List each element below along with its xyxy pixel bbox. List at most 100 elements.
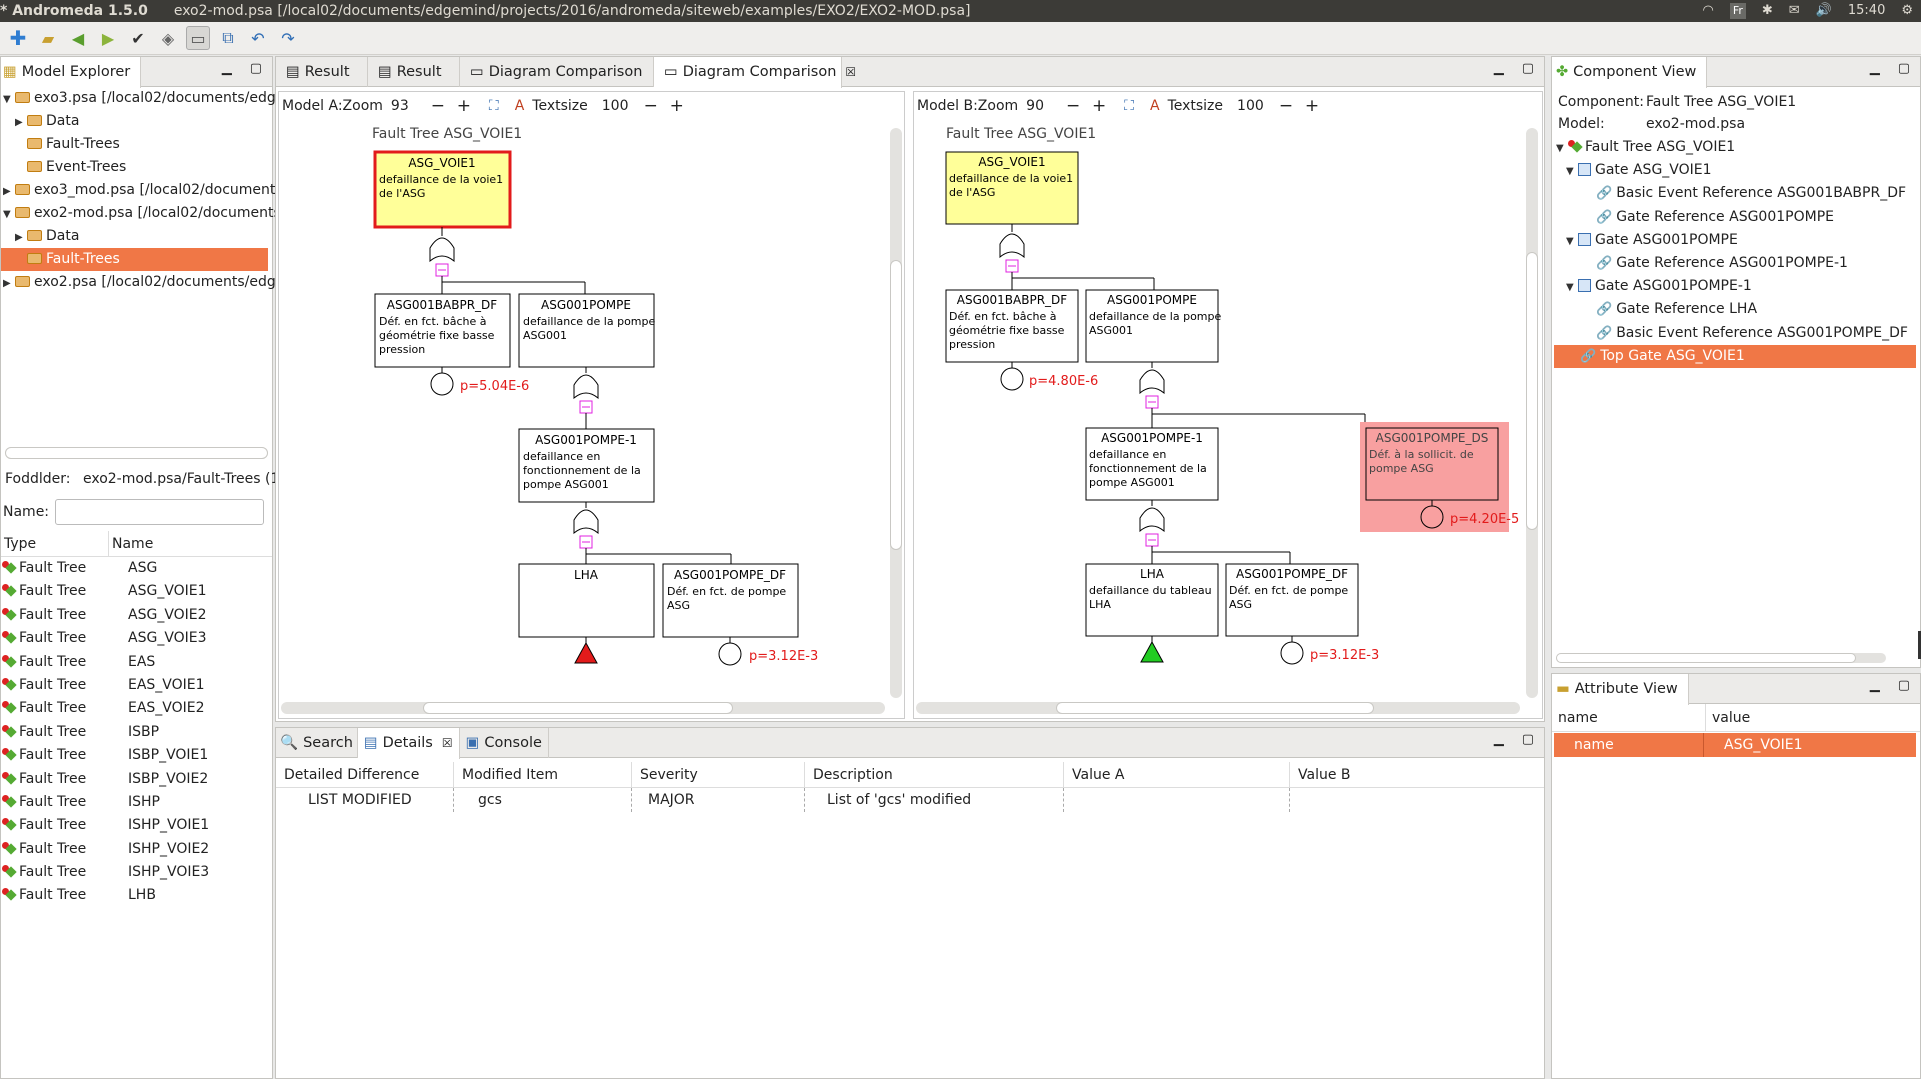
expand-toggle-icon[interactable]: ▼	[3, 209, 11, 220]
close-tab-icon[interactable]: ☒	[845, 65, 857, 79]
zoom-minus-button[interactable]: −	[430, 96, 446, 116]
undo-icon[interactable]: ↶	[251, 28, 265, 48]
component-tree-item[interactable]: ▼Gate ASG001POMPE-1	[1552, 275, 1920, 298]
maximize-icon[interactable]: ▢	[1897, 678, 1910, 693]
textsize-minus-button[interactable]: −	[643, 96, 658, 116]
tree-item[interactable]: Fault-Trees	[1, 248, 268, 271]
maximize-icon[interactable]: ▢	[1521, 732, 1534, 747]
minimize-icon[interactable]: ▁	[1493, 732, 1504, 747]
col-modified-item[interactable]: Modified Item	[454, 762, 632, 787]
settings-gear-icon[interactable]: ⚙	[1901, 3, 1913, 18]
tab-result-2[interactable]: ▤Result	[368, 56, 460, 87]
forward-arrow-icon[interactable]: ▶	[101, 28, 115, 48]
textsize-icon[interactable]: A	[1149, 98, 1160, 114]
or-gate-icon[interactable]	[1139, 369, 1165, 395]
expand-toggle-icon[interactable]: ▼	[1566, 166, 1574, 178]
minimize-icon[interactable]: ▁	[221, 61, 232, 76]
tree-item[interactable]: ▶exo3_mod.psa [/local02/documents/	[1, 179, 287, 202]
tree-item[interactable]: ▼exo2-mod.psa [/local02/documents/	[1, 202, 285, 225]
expand-toggle-icon[interactable]: ▼	[1566, 235, 1574, 247]
component-tree-item[interactable]: 🔗Gate Reference ASG001POMPE-1	[1552, 252, 1920, 275]
col-attr-name[interactable]: name	[1552, 704, 1706, 731]
redo-icon[interactable]: ↷	[281, 28, 295, 48]
tab-details[interactable]: ▤Details☒	[357, 727, 460, 759]
component-tree-item[interactable]: 🔗Gate Reference ASG001POMPE	[1552, 206, 1920, 229]
or-gate-icon[interactable]	[573, 374, 599, 400]
col-value-a[interactable]: Value A	[1064, 762, 1290, 787]
tab-model-explorer[interactable]: ▦ Model Explorer	[1, 56, 142, 88]
event-box-asg001babpr-df[interactable]	[945, 289, 1079, 363]
tree-item[interactable]: Event-Trees	[1, 156, 272, 179]
or-gate-icon[interactable]	[1139, 507, 1165, 533]
tab-diagram-comparison-1[interactable]: ▭Diagram Comparison	[460, 56, 654, 87]
maximize-icon[interactable]: ▢	[1521, 61, 1534, 76]
back-arrow-icon[interactable]: ◀	[71, 28, 85, 48]
expand-toggle-icon[interactable]: ▶	[3, 278, 11, 289]
event-box-asg001pompe[interactable]	[1085, 289, 1219, 363]
maximize-icon[interactable]: ▢	[1897, 61, 1910, 76]
event-box-lha[interactable]	[518, 563, 655, 638]
col-description[interactable]: Description	[805, 762, 1064, 787]
component-tree-item[interactable]: 🔗Basic Event Reference ASG001POMPE_DF	[1552, 322, 1920, 345]
diagram-b-vscroll[interactable]	[1526, 128, 1538, 698]
validate-check-icon[interactable]: ✔	[131, 28, 145, 48]
tab-search[interactable]: 🔍Search	[276, 727, 358, 758]
textsize-plus-button[interactable]: +	[669, 96, 684, 116]
zoom-plus-button[interactable]: +	[456, 96, 472, 116]
diagram-a-vscroll[interactable]	[890, 128, 902, 698]
transfer-triangle-icon[interactable]	[574, 641, 598, 664]
zoom-minus-button[interactable]: −	[1066, 96, 1081, 116]
event-box-top[interactable]	[945, 151, 1079, 225]
maximize-icon[interactable]: ▢	[249, 61, 262, 76]
tab-attribute-view[interactable]: ▬ Attribute View	[1552, 673, 1689, 705]
tree-item[interactable]: ▶Data	[1, 225, 272, 248]
open-folder-icon[interactable]: ▰	[41, 28, 55, 48]
tab-component-view[interactable]: ✤ Component View	[1552, 56, 1708, 88]
textsize-icon[interactable]: A	[514, 98, 525, 114]
minimize-icon[interactable]: ▁	[1869, 678, 1880, 693]
expand-toggle-icon[interactable]: ▼	[1556, 143, 1564, 154]
tree-item[interactable]: ▶Data	[1, 110, 272, 133]
textsize-plus-button[interactable]: +	[1304, 96, 1320, 116]
name-input[interactable]	[55, 499, 264, 525]
fit-icon[interactable]: ⛶	[488, 98, 499, 114]
bluetooth-icon[interactable]: ✱	[1761, 3, 1773, 18]
diagram-a-hscroll[interactable]	[281, 702, 885, 714]
tab-console[interactable]: ▣Console	[460, 727, 549, 758]
event-box-asg001pompe-1[interactable]	[518, 428, 655, 503]
component-tree-item[interactable]: 🔗Top Gate ASG_VOIE1	[1554, 344, 1916, 368]
close-tab-icon[interactable]: ☒	[441, 736, 453, 750]
tab-diagram-comparison-2[interactable]: ▭Diagram Comparison☒	[654, 56, 856, 88]
col-type[interactable]: Type	[1, 531, 109, 556]
component-tree-hscroll[interactable]	[1556, 653, 1886, 663]
tree-item[interactable]: ▼exo3.psa [/local02/documents/edgem	[1, 87, 298, 110]
expand-toggle-icon[interactable]: ▶	[3, 186, 11, 197]
event-box-asg001babpr-df[interactable]	[374, 293, 511, 368]
model-tree-scrollbar[interactable]	[5, 447, 268, 459]
col-name[interactable]: Name	[112, 536, 154, 552]
col-detailed-difference[interactable]: Detailed Difference	[276, 762, 454, 787]
component-tree-item[interactable]: ▼Fault Tree ASG_VOIE1	[1552, 136, 1920, 159]
expand-toggle-icon[interactable]: ▼	[3, 94, 11, 105]
event-box-asg001pompe-df[interactable]	[662, 563, 799, 638]
fit-icon[interactable]: ⛶	[1124, 98, 1134, 114]
component-tree-item[interactable]: ▼Gate ASG_VOIE1	[1552, 159, 1920, 182]
minimize-icon[interactable]: ▁	[1493, 61, 1504, 76]
col-value-b[interactable]: Value B	[1298, 767, 1351, 783]
tree-item[interactable]: Fault-Trees	[1, 133, 272, 156]
wifi-icon[interactable]: ◠	[1702, 3, 1714, 18]
table-row[interactable]: name ASG_VOIE1	[1554, 733, 1916, 757]
